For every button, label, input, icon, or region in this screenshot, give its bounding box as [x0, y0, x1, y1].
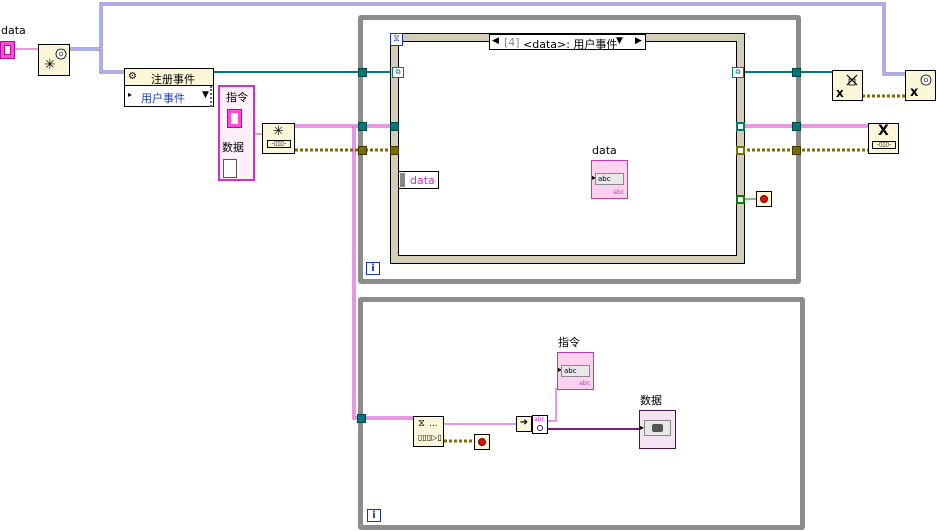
unbundle-string-output: abc: [534, 416, 545, 423]
cmd-indicator-label: 指令: [558, 336, 580, 349]
case-dropdown-icon[interactable]: ▼: [616, 36, 623, 46]
register-events-title: 注册事件: [151, 73, 195, 86]
release-queue-icon: -▯▯▯-: [872, 141, 896, 149]
case-prev-arrow-icon[interactable]: ◀: [492, 36, 499, 46]
dequeue-timer-icon: ⧖: [418, 418, 426, 429]
event-data-node-label: data: [410, 174, 435, 187]
arrow-right-icon: ▸: [128, 90, 133, 99]
string-wire-cmd: [548, 388, 557, 422]
unbundle-arrow-icon: ➜: [519, 417, 529, 428]
data-control-terminal[interactable]: [0, 41, 15, 59]
case-name-label: <data>: 用户事件: [523, 38, 618, 51]
indicator-input-arrow-icon: ▸: [592, 173, 597, 182]
unbundle-output-box: abc: [532, 415, 548, 434]
cluster-data-element[interactable]: [223, 159, 237, 178]
event-structure-outline: [390, 33, 745, 264]
queue-icon: -▯▯▯-: [267, 140, 291, 148]
case-next-arrow-icon[interactable]: ▶: [635, 36, 642, 46]
create-event-icon: ✳: [44, 48, 67, 73]
tunnel-queue-es-left: [390, 122, 399, 131]
create-user-event-node[interactable]: ✳: [38, 44, 70, 76]
event-data-node[interactable]: data: [398, 171, 439, 189]
top-loop-iteration-terminal: i: [366, 262, 380, 275]
register-user-event-label: 用户事件: [141, 92, 185, 105]
dynamic-event-terminal-right[interactable]: ⧉: [732, 67, 744, 78]
cmd-indicator-input-arrow-icon: ▸: [558, 365, 563, 374]
register-events-icon: ⚙: [128, 71, 137, 82]
tunnel-queue-left: [358, 122, 367, 131]
register-events-node[interactable]: ⚙ 注册事件 ▸ 用户事件 ▼: [124, 68, 214, 107]
cluster-data-label: 数据: [222, 141, 244, 154]
unregister-icon: x: [836, 74, 858, 100]
top-loop-stop-terminal[interactable]: [756, 191, 772, 207]
bottom-loop-iteration-terminal: i: [367, 509, 381, 522]
destroy-event-icon: x: [910, 74, 932, 100]
tunnel-refnum-left: [358, 68, 367, 77]
dynamic-event-terminal-left[interactable]: ⧉: [392, 67, 404, 78]
tunnel-queue-es-right: [736, 122, 745, 131]
cluster-cmd-label: 指令: [226, 91, 248, 104]
cluster-cmd-element[interactable]: [227, 109, 242, 128]
release-x-icon: X: [878, 123, 889, 139]
dropdown-arrow-icon[interactable]: ▼: [202, 90, 209, 100]
dequeue-queue-icon: ▯▯▯▷▯: [418, 433, 442, 442]
destroy-user-event-node[interactable]: x: [905, 70, 936, 101]
event-structure-inner: [398, 41, 737, 256]
svg-text:✳: ✳: [44, 57, 56, 73]
data-indicator-label: data: [592, 144, 617, 157]
tunnel-bool-es-right: [736, 195, 745, 204]
event-case-selector[interactable]: ◀ [4] <data>: 用户事件 ▼ ▶: [489, 34, 646, 51]
data-indicator-string: abc: [595, 173, 624, 185]
tunnel-queue-bottom: [357, 414, 366, 423]
release-queue-node[interactable]: X -▯▯▯-: [868, 123, 899, 154]
obtain-queue-node[interactable]: ✳ -▯▯▯-: [262, 123, 295, 154]
data-indicator-terminal: ▸ abc abc: [591, 160, 628, 199]
tunnel-error-es-right: [736, 146, 745, 155]
queue-create-icon: ✳: [273, 124, 284, 139]
register-user-event-row[interactable]: ▸ 用户事件 ▼: [125, 87, 213, 106]
event-wire-to-register: [99, 49, 124, 74]
tunnel-error-right: [792, 146, 801, 155]
cluster-constant[interactable]: 指令 数据: [218, 85, 255, 181]
register-events-header: ⚙ 注册事件: [125, 69, 213, 86]
tunnel-error-es-left: [390, 146, 399, 155]
variant-inner: [644, 420, 671, 436]
svg-text:x: x: [836, 86, 844, 100]
data-indicator-sub: abc: [613, 189, 624, 196]
cmd-indicator-terminal: ▸ abc abc: [557, 352, 594, 390]
tunnel-error-left: [358, 146, 367, 155]
event-timeout-icon[interactable]: ⧖: [390, 33, 403, 46]
data-control-label: data: [1, 24, 26, 37]
dequeue-dots: ...: [429, 419, 438, 429]
variant-icon: [652, 424, 663, 432]
case-index-label: [4]: [504, 36, 520, 49]
unregister-events-node[interactable]: x: [832, 70, 863, 101]
bottom-while-loop: [358, 297, 805, 530]
tunnel-queue-right: [792, 122, 801, 131]
cmd-indicator-sub: abc: [579, 380, 590, 387]
register-events-edge: [206, 86, 212, 107]
data-variant-indicator-label: 数据: [640, 394, 662, 407]
tunnel-refnum-right: [792, 68, 801, 77]
unbundle-by-name-node[interactable]: ➜: [516, 416, 532, 432]
data-variant-indicator-terminal: ▸: [639, 410, 676, 449]
dequeue-element-node[interactable]: ⧖ ... ▯▯▯▷▯: [413, 416, 444, 447]
bottom-loop-stop-terminal[interactable]: [474, 434, 490, 450]
cmd-indicator-string: abc: [561, 365, 590, 377]
event-data-node-handle: [400, 173, 405, 187]
unbundle-variant-output: [537, 425, 543, 431]
variant-indicator-arrow-icon: ▸: [640, 423, 645, 432]
svg-text:x: x: [910, 85, 919, 100]
